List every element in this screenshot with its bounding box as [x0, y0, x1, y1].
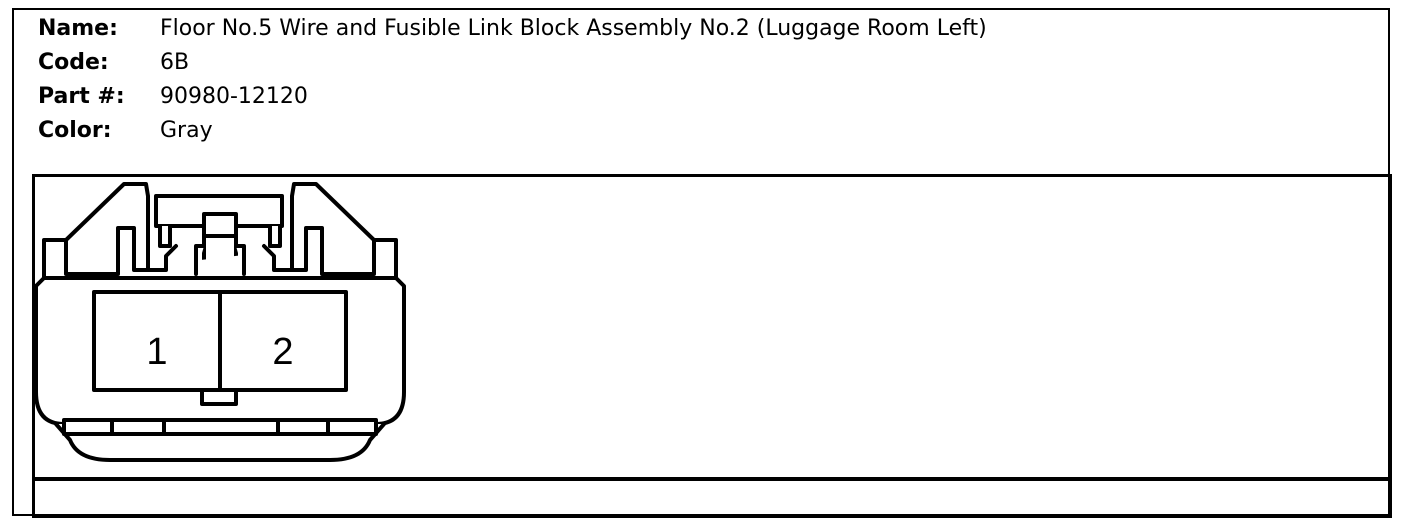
connector-diagram-box — [32, 174, 1392, 480]
code-label: Code: — [38, 50, 109, 75]
name-value: Floor No.5 Wire and Fusible Link Block A… — [160, 16, 987, 41]
name-label: Name: — [38, 16, 118, 41]
part-number-label: Part #: — [38, 84, 125, 109]
diagram-footer-strip — [32, 478, 1392, 518]
part-number-value: 90980-12120 — [160, 84, 308, 109]
color-label: Color: — [38, 118, 112, 143]
color-value: Gray — [160, 118, 213, 143]
code-value: 6B — [160, 50, 190, 75]
